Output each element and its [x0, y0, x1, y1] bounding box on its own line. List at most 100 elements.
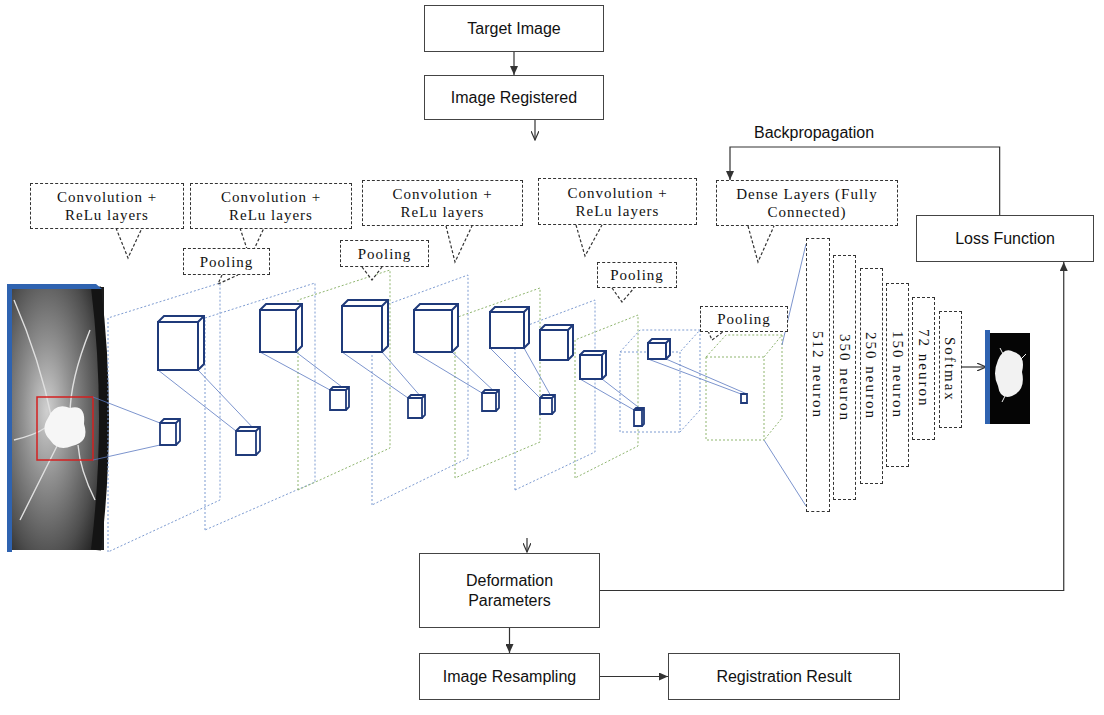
kernel-cube-small [634, 408, 644, 426]
kernel-cube-small [330, 387, 349, 410]
connector-arrow [600, 676, 668, 677]
input-fundus-image [96, 287, 104, 550]
callout-box: Pooling [700, 306, 788, 332]
process-box: Loss Function [916, 215, 1094, 262]
callout-tail [708, 331, 724, 340]
process-box: Registration Result [668, 653, 900, 700]
feature-map-plane [706, 335, 782, 440]
kernel-link-line [382, 352, 422, 398]
callout-tail [576, 225, 602, 256]
output-segmentation-image [985, 330, 1030, 424]
kernel-cube [580, 351, 606, 379]
output-segmentation-image [1000, 348, 1026, 402]
input-fundus-image [7, 284, 104, 552]
neuron-layer-box: 250 neuron [860, 268, 883, 484]
kernel-link-line [260, 352, 330, 390]
kernel-cube [260, 304, 302, 352]
box-label: 250 neuron [863, 332, 880, 420]
feature-map-plane [575, 315, 638, 478]
box-label: Pooling [358, 245, 412, 263]
neuron-layer-box: 150 neuron [886, 283, 909, 467]
kernel-link-line [764, 440, 806, 506]
flow-arrow [962, 366, 986, 367]
edge-label: Backpropagation [752, 124, 876, 142]
flow-arrow [526, 538, 527, 552]
callout-box: Convolution + ReLu layers [538, 178, 697, 225]
process-box: Image Registered [424, 75, 604, 120]
feature-map-plane [205, 283, 315, 530]
neuron-layer-box: Softmax [939, 311, 962, 428]
box-label: Convolution + ReLu layers [384, 185, 502, 221]
box-label: Convolution + ReLu layers [212, 188, 330, 224]
input-fundus-image [7, 284, 102, 289]
callout-tail [748, 226, 774, 262]
kernel-cube-small [160, 419, 180, 445]
input-fundus-image [12, 287, 104, 550]
box-label: Dense Layers (Fully Connected) [735, 185, 880, 221]
neuron-layer-box: 72 neuron [912, 297, 935, 440]
flow-arrow [534, 120, 535, 140]
input-fundus-image [37, 397, 93, 460]
neuron-layer-box: 512 neuron [806, 238, 830, 512]
box-label: 512 neuron [810, 331, 827, 419]
flow-arrow [527, 120, 986, 552]
kernel-cube [540, 325, 573, 360]
box-label: Pooling [717, 310, 771, 328]
kernel-link-line [580, 379, 634, 410]
connector-arrow [513, 52, 514, 75]
box-label: Image Registered [451, 88, 577, 107]
kernel-link-line [93, 244, 806, 506]
kernel-cube [414, 304, 458, 352]
box-label: 72 neuron [915, 329, 932, 407]
output-segmentation-image [990, 333, 1030, 424]
box-label: Pooling [200, 253, 254, 271]
kernel-cube [342, 300, 388, 352]
callout-box: Convolution + ReLu layers [30, 183, 184, 229]
kernel-cube [648, 339, 670, 359]
kernel-cube-small [482, 390, 499, 411]
box-label: Loss Function [955, 229, 1055, 248]
feature-map-plane [108, 283, 220, 552]
callout-box: Pooling [183, 248, 270, 275]
kernel-link-line [648, 359, 741, 394]
kernel-link-line [93, 397, 160, 423]
kernel-cube-small [160, 387, 747, 455]
kernel-cube [158, 316, 204, 370]
process-box: Deformation Parameters [419, 553, 600, 628]
feature-map-plane [620, 330, 700, 432]
box-label: Image Resampling [443, 667, 576, 686]
callout-tail [218, 275, 238, 284]
kernel-link-line [602, 379, 642, 410]
kernel-cube [490, 307, 529, 348]
kernel-link-line [452, 352, 496, 393]
process-box: Image Resampling [419, 653, 600, 700]
box-label: Convolution + ReLu layers [559, 184, 677, 220]
callout-box: Convolution + ReLu layers [362, 180, 523, 226]
input-fundus-image [14, 300, 95, 520]
box-label: Convolution + ReLu layers [48, 188, 166, 224]
connector-arrow [600, 262, 1064, 591]
feature-map-plane [108, 270, 782, 552]
box-label: Target Image [467, 19, 560, 38]
output-segmentation-image [995, 350, 1023, 397]
callout-tail [446, 226, 472, 262]
box-label: Pooling [610, 266, 664, 284]
box-label: Registration Result [716, 667, 851, 686]
kernel-link-line [296, 352, 346, 390]
box-label: Softmax [942, 337, 959, 402]
process-box: Target Image [424, 5, 604, 52]
kernel-link-line [198, 370, 256, 431]
kernel-cube-small [408, 395, 425, 418]
connector-arrow [509, 628, 510, 653]
callout-tail [362, 267, 382, 280]
callout-box: Pooling [597, 262, 677, 288]
kernel-cube-small [540, 395, 555, 414]
neuron-layer-box: 350 neuron [833, 255, 856, 500]
box-label: 150 neuron [889, 331, 906, 419]
feature-map-plane [455, 288, 540, 478]
kernel-cube-small [741, 394, 747, 403]
callout-box: Dense Layers (Fully Connected) [716, 180, 898, 226]
input-fundus-image [7, 284, 12, 552]
kernel-link-line [342, 352, 408, 398]
